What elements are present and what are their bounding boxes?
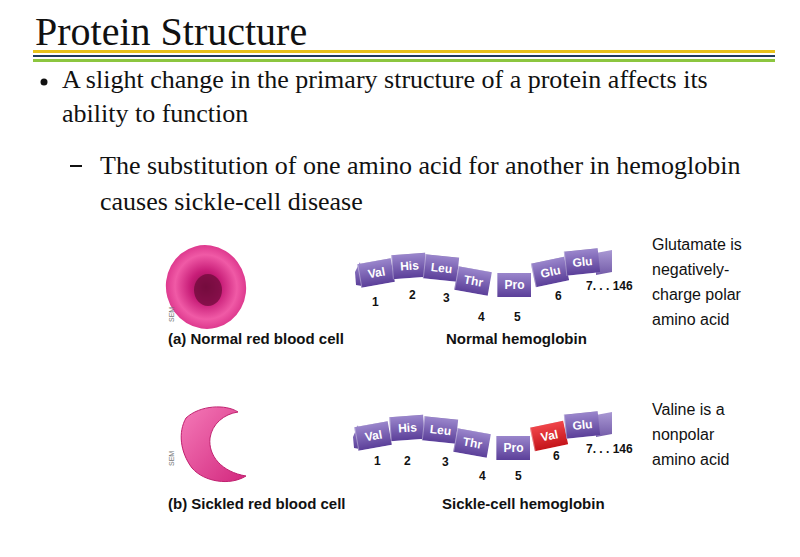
amino-acid-segment: Thr [454, 266, 492, 296]
amino-acid-name: Thr [462, 435, 483, 452]
caption: (b) Sickled red blood cell [168, 495, 346, 512]
slide-title: Protein Structure [35, 8, 307, 55]
side-note: Valine is a nonpolar amino acid [652, 397, 752, 472]
amino-acid-name: Thr [463, 273, 484, 290]
residue-number: 1 [372, 296, 379, 310]
sub-bullet-text: The substitution of one amino acid for a… [100, 148, 760, 220]
side-note: Glutamate is negatively-charge polar ami… [652, 232, 752, 332]
sickle-cell [181, 407, 246, 482]
bullet-text: A slight change in the primary structure… [62, 63, 772, 131]
residue-number: 5 [514, 311, 521, 325]
residue-number: 3 [442, 456, 449, 470]
header-rule [33, 55, 775, 57]
amino-acid-segment: Leu [422, 416, 458, 443]
amino-acid-name: His [398, 420, 418, 435]
residue-number: 4 [479, 470, 486, 484]
amino-acid-name: Leu [430, 260, 453, 276]
amino-acid-segment: Val [357, 258, 395, 288]
amino-acid-segment: Pro [497, 273, 531, 297]
amino-acid-name: Glu [539, 263, 561, 281]
residue-number: 5 [515, 470, 522, 484]
header-rule [33, 59, 775, 62]
residue-number: 1 [374, 455, 381, 469]
residue-number: 2 [404, 455, 411, 469]
amino-acid-name: Glu [572, 254, 593, 270]
sem-tag: SEM [168, 451, 176, 466]
residue-number: 2 [409, 289, 416, 303]
amino-acid-name: Val [540, 427, 560, 444]
amino-acid-name: Val [364, 428, 384, 445]
amino-acid-name: Pro [504, 278, 524, 292]
residue-number: 6 [555, 290, 562, 304]
amino-acid-segment: Leu [423, 254, 459, 281]
caption: Normal hemoglobin [446, 330, 587, 347]
sem-tag: SEM [168, 307, 176, 322]
amino-acid-segment: Glu [564, 411, 600, 438]
amino-acid-name: Leu [429, 422, 452, 438]
amino-acid-segment: Val [530, 421, 568, 452]
bullet [41, 79, 48, 86]
amino-acid-name: Glu [572, 417, 593, 433]
amino-acid-segment: Glu [531, 257, 569, 288]
caption: (a) Normal red blood cell [168, 330, 344, 347]
amino-acid-name: Pro [503, 441, 523, 455]
amino-acid-name: Val [367, 265, 387, 282]
dash [70, 165, 82, 167]
amino-acid-segment: His [389, 415, 425, 441]
amino-acid-segment: His [391, 253, 427, 279]
amino-acid-segment: Glu [564, 248, 600, 275]
residue-number: 7. . . 146 [586, 443, 633, 457]
amino-acid-segment: Pro [496, 436, 530, 460]
normal-cell [156, 236, 255, 338]
residue-number: 7. . . 146 [586, 280, 633, 294]
residue-number: 4 [478, 311, 485, 325]
caption: Sickle-cell hemoglobin [442, 495, 605, 512]
residue-number: 3 [443, 292, 450, 306]
amino-acid-segment: Thr [453, 428, 491, 458]
amino-acid-name: His [400, 258, 420, 273]
amino-acid-segment: Val [354, 421, 392, 451]
residue-number: 6 [553, 450, 560, 464]
